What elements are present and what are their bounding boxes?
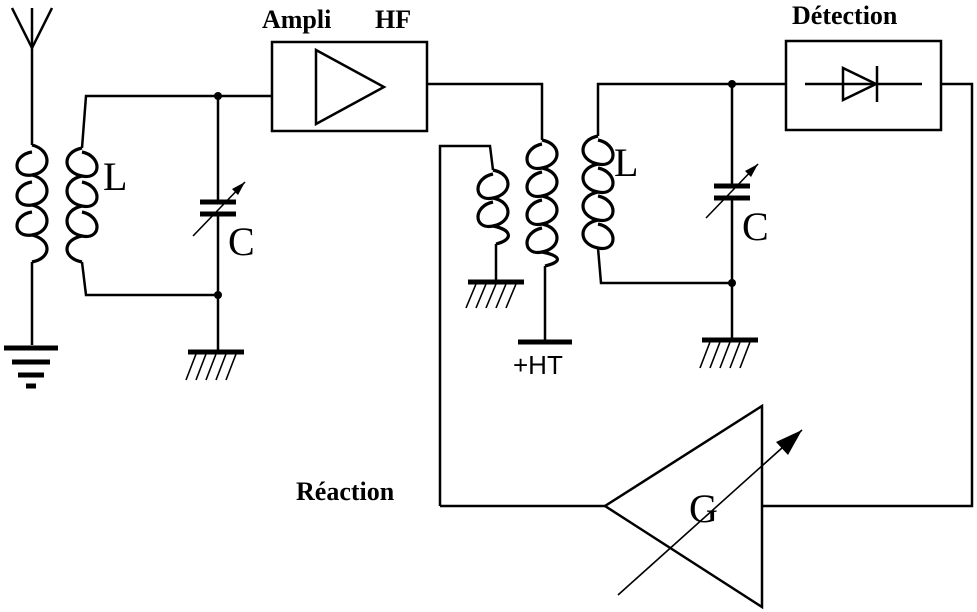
ht-label: +HT — [513, 350, 563, 380]
chassis-ground-icon — [465, 279, 524, 309]
chassis-ground-icon — [185, 349, 244, 381]
l2-top-wire — [596, 82, 732, 136]
antenna-coil-icon — [15, 143, 49, 264]
l1-top-wire — [80, 94, 218, 149]
ampli-output-wire — [427, 82, 544, 140]
antenna-icon — [10, 7, 54, 55]
inductor-l1-icon — [65, 146, 99, 264]
hf-label: HF — [375, 5, 411, 34]
reaction-amplifier-g-icon — [602, 403, 764, 610]
amplifier-g-label: G — [689, 486, 718, 531]
inductor-l2-label: L — [614, 140, 638, 185]
detection-output-wire — [762, 82, 974, 508]
capacitor-c2-label: C — [742, 204, 769, 249]
variable-capacitor-c2-icon — [705, 84, 759, 283]
earth-ground-icon — [4, 345, 58, 389]
inductor-l2-icon — [581, 134, 615, 250]
feedback-coil-icon — [476, 168, 510, 246]
detection-block — [784, 39, 943, 132]
ampli-hf-block — [270, 40, 429, 133]
variable-capacitor-c1-icon — [192, 96, 246, 295]
inductor-l1-label: L — [103, 154, 127, 199]
adjust-arrow-icon — [617, 429, 803, 596]
capacitor-c1-label: C — [228, 219, 255, 264]
ampli-label: Ampli — [262, 5, 331, 34]
amplifier-icon — [314, 47, 387, 127]
detection-label: Détection — [792, 1, 898, 30]
chassis-ground-icon — [699, 337, 758, 369]
l1-bottom-wire — [80, 261, 218, 297]
reaction-label: Réaction — [296, 477, 395, 506]
reaction-feedback-wire — [438, 144, 495, 506]
transformer-primary-coil-icon — [525, 138, 559, 268]
diode-icon — [805, 66, 922, 102]
l2-bottom-wire — [596, 247, 732, 285]
adjust-arrowhead-icon — [776, 430, 802, 455]
